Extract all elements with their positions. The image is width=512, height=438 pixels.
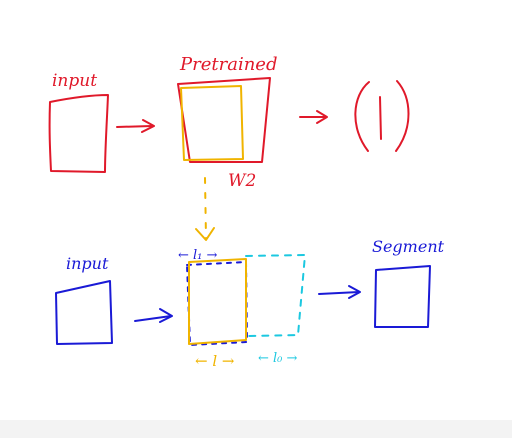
top-input-box <box>48 94 109 173</box>
window-box-cyan <box>245 254 306 337</box>
top-arrow-1 <box>116 119 155 133</box>
segment-label: Segment <box>372 237 445 256</box>
bottom-input-box <box>55 280 113 345</box>
bottom-input-label: input <box>66 254 109 273</box>
window-box-blue <box>186 261 248 346</box>
output-paren-symbol <box>354 80 410 152</box>
bottom-arrow-2 <box>318 285 361 299</box>
l0-label: ← l₀ → <box>258 351 298 366</box>
l1-label: ← l₁ → <box>178 248 218 263</box>
top-arrow-2 <box>299 110 328 124</box>
footer-band <box>0 420 512 438</box>
l-label: ← l → <box>195 352 235 370</box>
pretrained-label: Pretrained <box>179 54 277 75</box>
top-input-label: input <box>52 71 97 91</box>
window-box-yellow <box>188 258 247 345</box>
bottom-arrow-1 <box>134 308 173 323</box>
weights-label: W2 <box>228 171 256 191</box>
segment-box <box>374 265 431 328</box>
pretrained-box <box>177 77 271 163</box>
pretrained-overlay-box <box>180 85 244 161</box>
pretrained-to-segment-connector <box>195 177 215 241</box>
